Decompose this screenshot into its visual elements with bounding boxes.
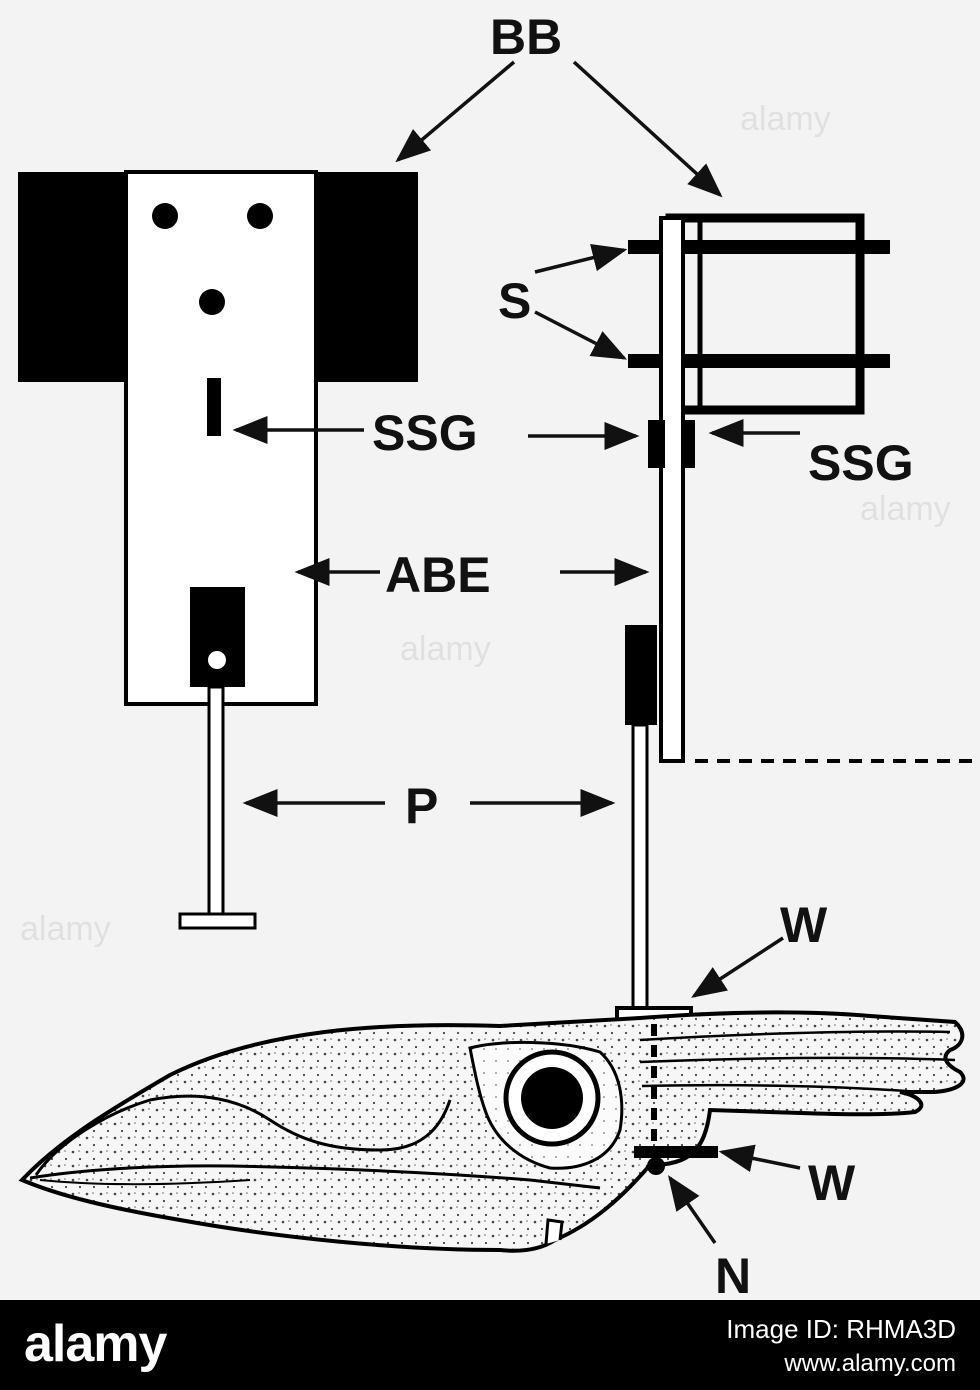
board-dot [247,203,273,229]
label-s: S [498,273,531,329]
diagram-figure: alamy alamy alamy alamy alamy [0,0,980,1300]
label-p: P [405,778,438,834]
strain-gauge-side-right [681,420,695,468]
siphon [544,1218,564,1245]
diagram-canvas: alamy alamy alamy alamy alamy [18,9,980,1300]
label-ssg-left: SSG [372,405,478,461]
lower-weight [634,1146,718,1158]
watermark-text: alamy [20,910,111,948]
site-url-text: www.alamy.com [784,1350,956,1377]
clamp-hole [208,651,226,669]
annotation-arrows [232,60,801,1244]
squid-illustration [18,1010,966,1253]
strap-upper [628,240,890,254]
watermark-text: alamy [860,490,951,528]
strain-gauge-front [207,378,221,436]
foot-plate-front [178,912,257,930]
squid-fin-line [29,1164,601,1190]
label-w-top: W [780,897,828,953]
front-view-device [18,170,418,930]
arm-line [639,1056,956,1064]
squid-eye [521,1067,583,1129]
label-abe: ABE [385,547,491,603]
label-n: N [715,1248,751,1300]
post-clamp-side [625,625,657,725]
board-dot [152,203,178,229]
side-view-device [615,213,980,1026]
mantle-line [34,1094,452,1176]
arm-line [641,1084,921,1094]
arm-line [639,1030,951,1042]
watermark-layer: alamy alamy alamy alamy alamy [20,100,951,948]
label-w-bottom: W [808,1155,856,1211]
strain-gauge-side-left [648,420,665,468]
watermark-text: alamy [740,100,831,138]
label-bb: BB [490,9,562,65]
label-ssg-right: SSG [808,435,914,491]
watermark-text: alamy [400,630,491,668]
post-side [631,723,649,1014]
strap-lower [628,354,890,368]
post-front [207,685,225,921]
electronics-board-side [659,216,685,763]
image-id-text: Image ID: RHMA3D [726,1314,956,1344]
squid-body [18,1010,966,1253]
diagram-labels: BB S SSG SSG ABE P W W N [372,9,914,1300]
stock-footer-bar: alamy Image ID: RHMA3D www.alamy.com [0,1300,980,1390]
alamy-logo: alamy [24,1315,167,1373]
board-dot [199,289,225,315]
nerve-marker [647,1157,665,1175]
post-clamp-front [190,587,245,687]
